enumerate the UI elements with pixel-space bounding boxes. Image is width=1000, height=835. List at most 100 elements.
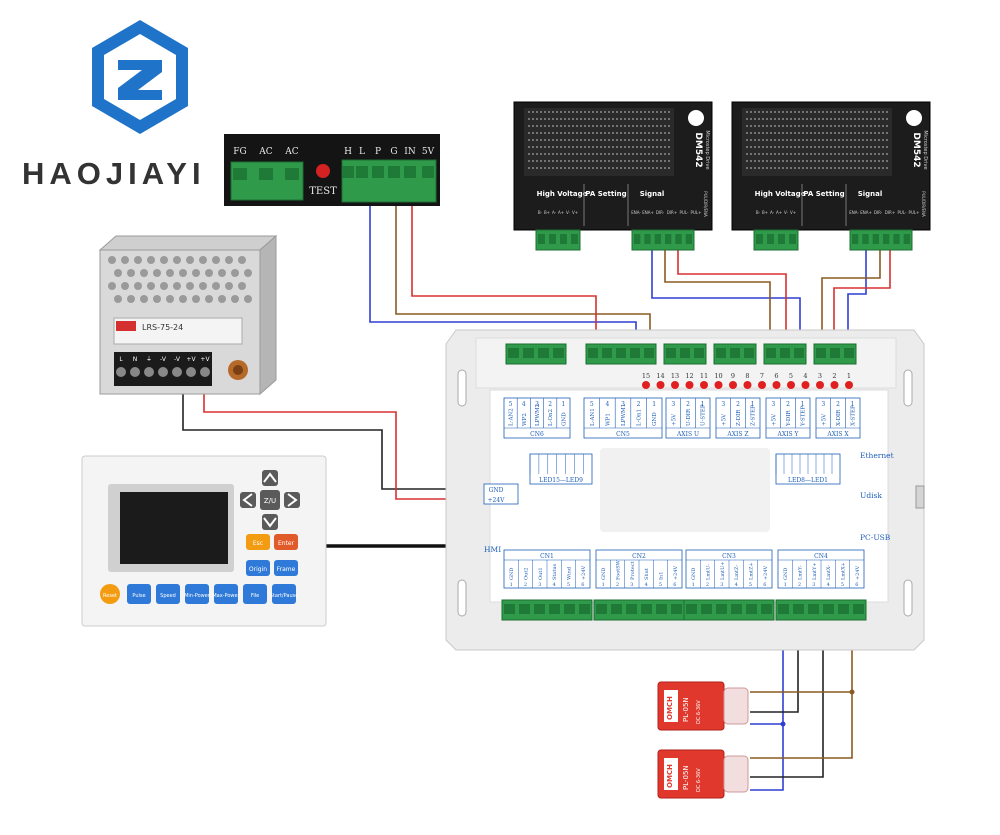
status-led — [787, 381, 795, 389]
arrow-down-icon — [263, 517, 277, 528]
wire-limit-brown-b — [750, 692, 853, 759]
connector-name: AXIS X — [826, 431, 849, 438]
connector-pin-number: 3 — [671, 401, 675, 408]
arrow-up-button[interactable] — [262, 470, 278, 486]
connector-border — [583, 397, 663, 439]
connector-pin-number: 2 — [686, 401, 690, 408]
status-led — [830, 381, 839, 389]
terminal-slot — [654, 234, 661, 244]
connector-pin-number: 1 — [701, 401, 705, 408]
lps-screw — [342, 166, 354, 178]
hmi-key-file[interactable] — [243, 584, 267, 604]
led-number: 6 — [774, 372, 778, 380]
terminal-slot — [731, 604, 742, 614]
connector-pin-label: GND — [691, 568, 697, 580]
driver-signal-pin: DIR+ — [885, 210, 895, 215]
hmi-screen — [120, 492, 228, 564]
test-button-icon[interactable] — [316, 164, 330, 178]
driver-heatsink — [742, 108, 892, 176]
hmi-key-speed[interactable] — [156, 584, 180, 604]
psu-terminal-label: N — [133, 356, 138, 363]
connector-pin-label: GND — [509, 568, 515, 580]
terminal-slot — [830, 348, 840, 358]
hmi-key-enter[interactable] — [274, 534, 298, 550]
terminal-slot — [862, 234, 869, 244]
connector-pin-number: 3 — [720, 582, 723, 588]
connector-pin-number: 1 — [561, 401, 565, 408]
psu-vent-hole — [147, 256, 155, 264]
terminal-slot — [523, 348, 534, 358]
psu-vent-hole — [225, 282, 233, 290]
hmi-key-esc[interactable] — [246, 534, 270, 550]
terminal-slot — [761, 604, 772, 614]
terminal-slot — [808, 604, 819, 614]
hmi-key-min-power[interactable] — [185, 584, 209, 604]
psu-terminal-label: -V — [160, 356, 167, 363]
terminal-slot — [778, 604, 789, 614]
driver-hv-pin: A- — [770, 210, 775, 215]
wire-drv1-pul- — [664, 240, 771, 356]
psu-vent-hole — [205, 269, 213, 277]
connector-pin-number: 4 — [605, 401, 609, 408]
wire-drv1-pul+ — [677, 240, 787, 356]
psu-vent-hole — [134, 282, 142, 290]
driver-hv-terminal — [535, 229, 581, 251]
connector-border — [665, 397, 711, 439]
terminal-slot — [746, 604, 757, 614]
terminal-slot — [644, 234, 651, 244]
driver-hv-pin: B- — [756, 210, 761, 215]
connector-pin-number: 3 — [821, 401, 825, 408]
hmi-key-max-power[interactable] — [214, 584, 238, 604]
connector-pin-label: LmtZ+ — [749, 562, 755, 580]
wire-limit-black-2 — [750, 620, 824, 778]
lps-right-pin-label: IN — [404, 147, 416, 157]
terminal-slot — [872, 234, 879, 244]
terminal-slot — [671, 604, 682, 614]
psu-vent-hole — [199, 282, 207, 290]
driver-signal-pin: ENA- — [631, 210, 641, 215]
terminal-slot — [579, 604, 590, 614]
cn2-terminal — [593, 599, 685, 621]
driver-section-label: Signal — [858, 190, 883, 198]
terminal-slot — [903, 234, 910, 244]
hmi-key-origin[interactable] — [246, 560, 270, 576]
hmi-key-pulse[interactable] — [127, 584, 151, 604]
status-led — [772, 381, 781, 389]
driver-section-label: PA Setting — [803, 190, 844, 198]
zu-button[interactable] — [260, 490, 280, 510]
driver-signal-pin: PUL+ — [909, 210, 920, 215]
arrow-down-button[interactable] — [262, 514, 278, 530]
terminal-slot — [549, 604, 560, 614]
connector-pin-label: Y-STEP — [801, 406, 807, 427]
connector-pin-number: 1 — [652, 401, 656, 408]
connector-pin-number: 3 — [535, 401, 539, 408]
connector-pin-label: X-STEP — [851, 405, 857, 426]
hmi-key-label: File — [251, 593, 259, 599]
connector-pin-number: 1 — [692, 582, 695, 588]
driver-signal-pin: ENA+ — [860, 210, 872, 215]
connector-pin-number: 1 — [751, 401, 755, 408]
driver-hv-terminal-body — [535, 229, 581, 251]
hmi-key-label: Origin — [249, 566, 267, 573]
hmi-key-frame[interactable] — [274, 560, 298, 576]
terminal-slot — [626, 604, 637, 614]
axis-y-terminal — [763, 343, 807, 365]
driver-signal-terminal-body — [631, 229, 695, 251]
hmi-key-start/pause[interactable] — [272, 584, 296, 604]
connector-pin-number: 2 — [798, 582, 801, 588]
led-number: 5 — [789, 372, 793, 380]
brand-logo: HAOJIAYI — [22, 20, 201, 191]
driver-hv-pin: A+ — [776, 210, 782, 215]
terminal-slot — [564, 604, 575, 614]
arrow-left-button[interactable] — [240, 492, 256, 508]
connector-pin-number: 1 — [784, 582, 787, 588]
driver-hv-pin: A- — [552, 210, 557, 215]
arrow-right-button[interactable] — [284, 492, 300, 508]
connector-pin-label: L-AN2 — [509, 408, 515, 426]
terminal-slot — [549, 234, 556, 244]
hmi-key-reset[interactable] — [100, 584, 120, 604]
